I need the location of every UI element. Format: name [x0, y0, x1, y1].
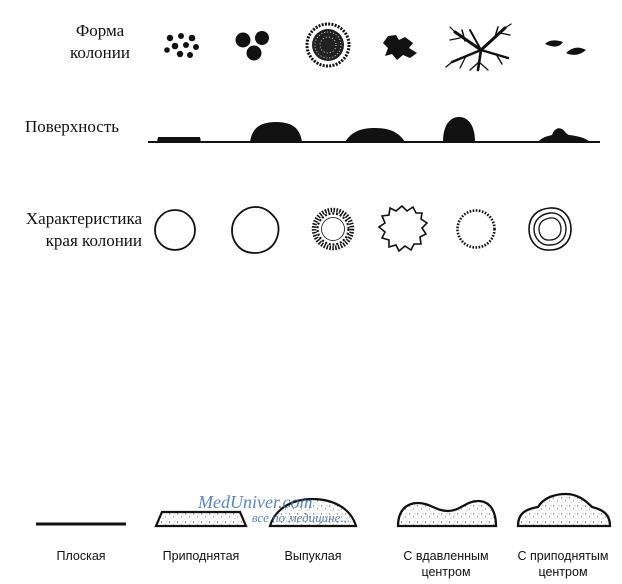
watermark-site: MedUniver.com — [198, 492, 313, 512]
surface-flat — [157, 137, 201, 142]
profile-umbonate-label: С приподнятым центром — [508, 548, 618, 580]
profile-flat-label: Плоская — [31, 548, 131, 564]
surface-profiles — [148, 117, 600, 143]
shape-label: Форма колонии — [45, 20, 155, 64]
profile-convex-shape — [268, 497, 358, 528]
watermark-tagline: все по медицине... — [252, 510, 351, 525]
edge-lobate — [377, 204, 429, 253]
edge-concentric — [528, 207, 572, 251]
profile-crateriform-label: С вдавленным центром — [392, 548, 500, 580]
form-filamentous-round — [305, 22, 351, 68]
profile-crateriform-shape — [396, 499, 498, 528]
edge-label-line1: Характеристика — [25, 209, 142, 228]
shape-label-line1: Форма — [75, 21, 125, 40]
profile-convex-label: Выпуклая — [263, 548, 363, 564]
edge-wavy — [231, 206, 280, 254]
form-rhizoid — [445, 23, 512, 72]
profile-umbonate-label-line1: С приподнятым — [517, 549, 609, 563]
surface-raised — [250, 122, 302, 142]
shape-label-line2: колонии — [70, 43, 130, 62]
surface-low-convex — [345, 128, 405, 142]
profile-crateriform-label-line2: центром — [421, 565, 471, 579]
form-irregular — [383, 35, 417, 60]
profile-raised-shape — [154, 510, 248, 528]
edge-label: Характеристика края колонии — [0, 208, 142, 252]
edge-filamentous — [311, 207, 355, 251]
form-spindle — [545, 40, 586, 55]
profile-flat-label-line1: Плоская — [56, 549, 106, 563]
surface-dome — [443, 117, 475, 142]
profile-crateriform-label-line1: С вдавленным — [403, 549, 489, 563]
profile-umbonate-label-line2: центром — [538, 565, 588, 579]
profile-raised-label-line1: Приподнятая — [162, 549, 240, 563]
form-circular — [235, 31, 269, 61]
form-punctiform — [164, 33, 199, 58]
profile-umbonate-shape — [516, 492, 612, 528]
edge-serrate — [456, 209, 496, 249]
profile-convex-label-line1: Выпуклая — [284, 549, 342, 563]
surface-umbonate — [538, 128, 590, 142]
profile-raised-label: Приподнятая — [151, 548, 251, 564]
surface-label: Поверхность — [25, 117, 119, 136]
edge-label-line2: края колонии — [45, 231, 142, 250]
edge-smooth — [154, 209, 196, 251]
